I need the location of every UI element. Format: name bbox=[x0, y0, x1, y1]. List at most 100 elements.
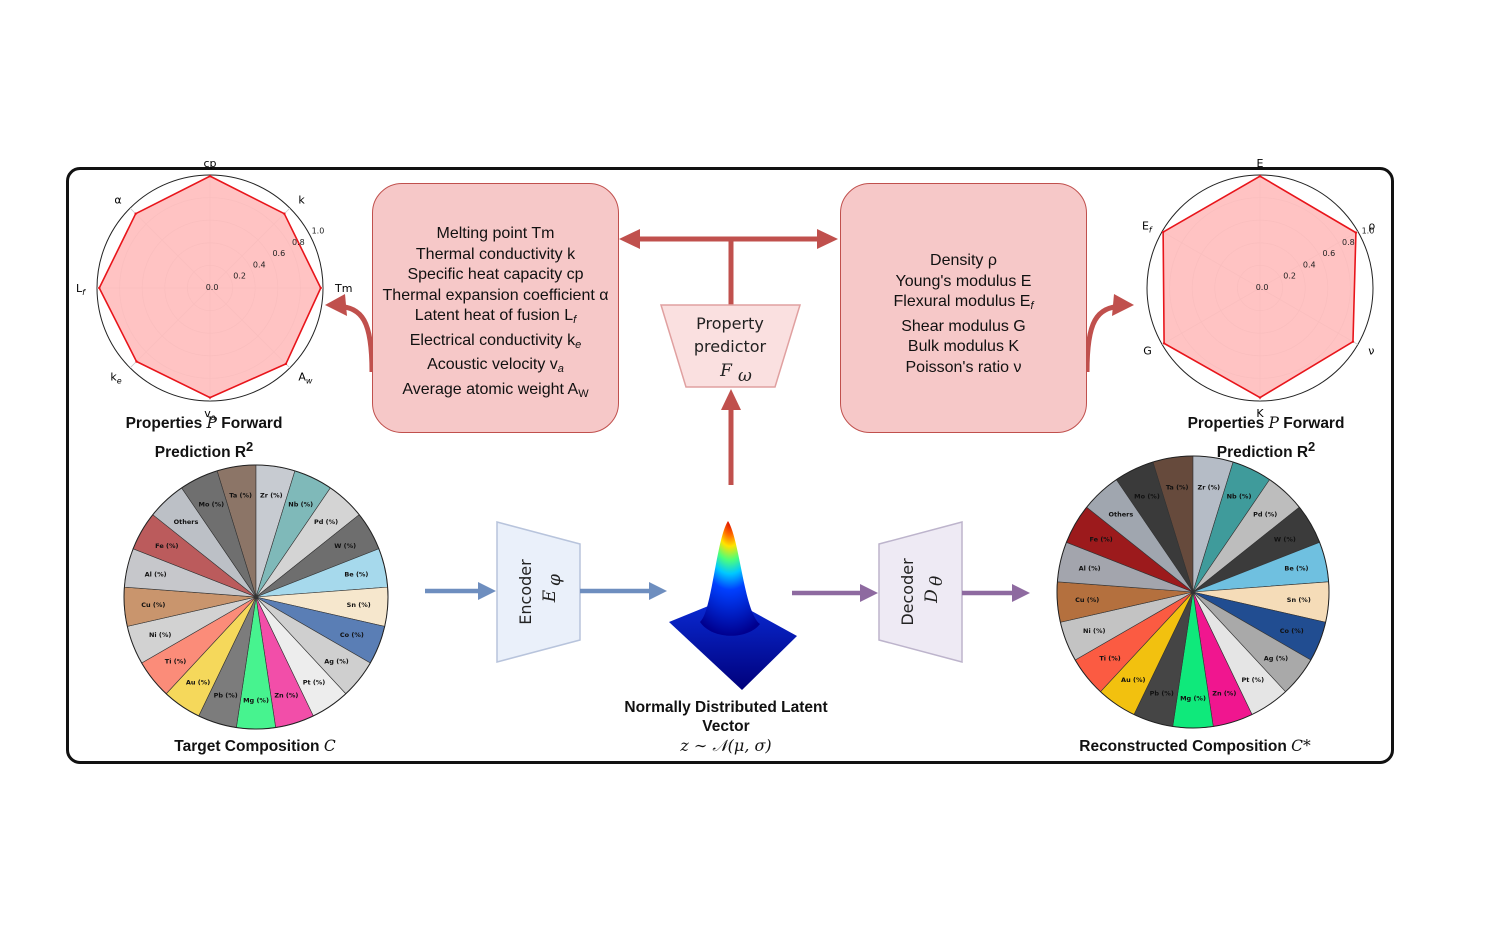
pie-slice-label-2: Nb (%) bbox=[288, 501, 313, 509]
mechanical-property-2: Flexural modulus Ef bbox=[893, 293, 1034, 312]
pie-slice-label-8: Ag (%) bbox=[324, 657, 348, 665]
pie-slice-label-12: Pb (%) bbox=[214, 692, 238, 700]
radar-axis-label-0: cp bbox=[203, 157, 216, 170]
radar-tick-label: 0.4 bbox=[253, 260, 266, 269]
decoder-label: Decoder bbox=[898, 558, 917, 626]
target-composition-caption: Target Composition C bbox=[174, 737, 336, 755]
pie-slice-label-19: Others bbox=[1108, 511, 1133, 519]
radar-axis-label-2: ν bbox=[1368, 345, 1374, 358]
latent-vector-caption: Normally Distributed Latent Vector z ∼ 𝒩… bbox=[624, 699, 828, 755]
radar-point-0 bbox=[208, 174, 212, 178]
pie-slice-label-1: Zr (%) bbox=[260, 491, 283, 499]
pie-slice-label-15: Ni (%) bbox=[1083, 627, 1105, 635]
radar-tick-label: 0.6 bbox=[272, 249, 285, 258]
decoder-symbol-sub: θ bbox=[927, 576, 947, 586]
latent-to-decoder-arrow bbox=[792, 584, 878, 602]
pie-slice-label-13: Au (%) bbox=[1121, 676, 1145, 684]
pie-slice-label-17: Al (%) bbox=[145, 570, 167, 578]
pie-slice-label-0: Ta (%) bbox=[1166, 483, 1189, 491]
pie-slice-label-5: Be (%) bbox=[1284, 565, 1308, 573]
pie-slice-label-17: Al (%) bbox=[1079, 565, 1101, 573]
radar-point-1 bbox=[283, 212, 286, 215]
pie-chart-3: Ta (%) Zr (%) Nb (%) Pd (%) W (%) Be (%) Sn (%… bbox=[1056, 455, 1330, 729]
pie-slice-label-4: W (%) bbox=[334, 542, 356, 550]
pie-slice-label-10: Zn (%) bbox=[1212, 690, 1236, 698]
left-properties-to-radar-arrow bbox=[325, 294, 375, 373]
latent-formula: z ∼ 𝒩(μ, σ) bbox=[680, 736, 772, 755]
encoder: Encoder E φ bbox=[496, 521, 581, 663]
radar-point-4 bbox=[208, 396, 212, 399]
pie-slice-label-3: Pd (%) bbox=[314, 518, 338, 526]
radar-axis-label-7: α bbox=[114, 194, 121, 207]
pie-slice-label-18: Fe (%) bbox=[155, 542, 178, 550]
radar-axis-label-6: Lf bbox=[76, 282, 86, 297]
radar-axis-label-4: va bbox=[204, 407, 216, 422]
composition-to-encoder-arrow bbox=[425, 582, 496, 600]
pie-slice-label-7: Co (%) bbox=[340, 631, 364, 639]
radar-axis-label-3: Aw bbox=[298, 370, 313, 385]
pie-slice-label-7: Co (%) bbox=[1280, 627, 1304, 635]
radar-axis-label-2: Tm bbox=[334, 282, 352, 295]
radar-axis-label-5: Ef bbox=[1142, 220, 1153, 235]
pie-slice-label-14: Ti (%) bbox=[1099, 654, 1120, 662]
pie-slice-label-2: Nb (%) bbox=[1227, 493, 1252, 501]
radar-axis-label-3: K bbox=[1256, 407, 1264, 420]
radar-axis-label-1: k bbox=[298, 194, 305, 207]
pie-slice-label-3: Pd (%) bbox=[1253, 511, 1277, 519]
radar-tick-label: 0.6 bbox=[1322, 249, 1335, 258]
radar-tick-label: 0.0 bbox=[206, 283, 219, 292]
pie-slice-label-15: Ni (%) bbox=[149, 631, 171, 639]
predictor-symbol-sub: ω bbox=[738, 366, 752, 386]
radar-tick-label: 0.4 bbox=[1303, 260, 1316, 269]
radar-axis-label-1: ρ bbox=[1368, 220, 1375, 233]
pie-slice-label-1: Zr (%) bbox=[1197, 483, 1220, 491]
predictor-line2: predictor bbox=[694, 337, 767, 356]
thermal-property-7: Average atomic weight AW bbox=[402, 380, 589, 400]
mechanical-property-3: Shear modulus G bbox=[901, 317, 1026, 335]
encoder-symbol: E bbox=[540, 589, 560, 603]
radar-point-6 bbox=[98, 286, 101, 290]
pie-slice-label-11: Mg (%) bbox=[243, 696, 269, 704]
pie-slice-label-12: Pb (%) bbox=[1150, 690, 1174, 698]
left-radar-caption: Properties P Forward Prediction R2 bbox=[125, 414, 283, 462]
thermal-property-6: Acoustic velocity va bbox=[427, 356, 564, 375]
diagram-frame bbox=[66, 167, 1394, 764]
radar-axis-label-4: G bbox=[1143, 345, 1152, 358]
pie-slice-label-20: Mo (%) bbox=[1134, 493, 1160, 501]
radar-point-5 bbox=[1161, 230, 1165, 234]
pie-outline bbox=[1056, 455, 1330, 729]
radar-tick-label: 1.0 bbox=[312, 227, 325, 236]
mechanical-property-5: Poisson's ratio ν bbox=[905, 358, 1022, 376]
radar-point-2 bbox=[1351, 340, 1355, 343]
radar-point-3 bbox=[284, 362, 288, 366]
radar-point-5 bbox=[135, 360, 138, 363]
pie-slice-label-9: Pt (%) bbox=[303, 678, 326, 686]
latent-to-predictor-arrow bbox=[721, 389, 741, 485]
radar-tick-label: 0.8 bbox=[1342, 238, 1355, 247]
right-properties-to-radar-arrow bbox=[1084, 294, 1134, 373]
radar-tick-label: 0.2 bbox=[233, 272, 246, 281]
pie-slice-label-4: W (%) bbox=[1274, 535, 1296, 543]
radar-axis-label-5: ke bbox=[110, 370, 121, 385]
radar-point-4 bbox=[1162, 342, 1166, 345]
pie-slice-label-10: Zn (%) bbox=[274, 692, 298, 700]
mechanical-property-0: Density ρ bbox=[930, 252, 997, 269]
radar-point-1 bbox=[1354, 231, 1358, 234]
mechanical-property-4: Bulk modulus K bbox=[907, 338, 1020, 355]
predictor-symbol: F bbox=[719, 361, 733, 381]
pie-slice-label-6: Sn (%) bbox=[1287, 596, 1311, 604]
decoder-symbol: D bbox=[922, 589, 942, 604]
radar-point-3 bbox=[1258, 396, 1262, 399]
pie-slice-label-20: Mo (%) bbox=[198, 501, 224, 509]
decoder-to-reconstruction-arrow bbox=[962, 584, 1030, 602]
radar-point-7 bbox=[134, 212, 137, 215]
pie-slice-label-16: Cu (%) bbox=[1075, 596, 1099, 604]
pie-slice-label-14: Ti (%) bbox=[165, 657, 186, 665]
radar-point-0 bbox=[1258, 174, 1262, 178]
radar-tick-label: 0.8 bbox=[292, 238, 305, 247]
